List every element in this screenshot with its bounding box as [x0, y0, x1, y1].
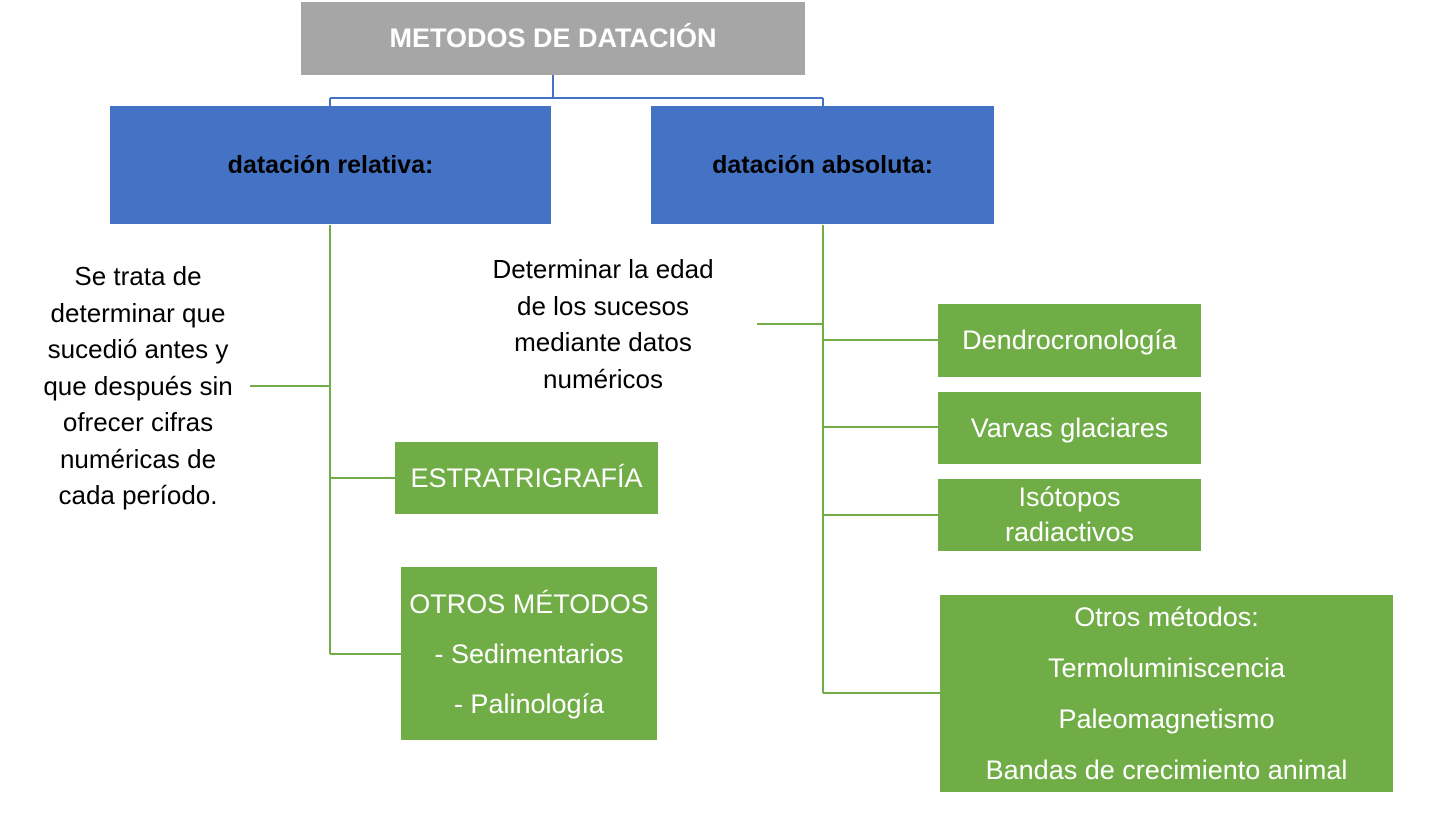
- absolute-description-line: de los sucesos: [517, 290, 689, 321]
- relative-title: datación relativa:: [227, 150, 434, 179]
- varvas-node: Varvas glaciares: [938, 392, 1201, 464]
- absolute-node: datación absoluta:: [651, 106, 994, 224]
- relative-description-line: que después sin: [43, 370, 233, 401]
- absolute-connector: [757, 225, 940, 694]
- root-title: METODOS DE DATACIÓN: [389, 23, 717, 53]
- absolute-description-line: numéricos: [543, 363, 663, 394]
- absolute-other-method: Paleomagnetismo: [1058, 703, 1275, 734]
- relative-description-line: sucedió antes y: [47, 334, 229, 364]
- absolute-other-methods-heading: Otros métodos:: [1074, 601, 1259, 632]
- absolute-title: datación absoluta:: [712, 150, 933, 179]
- relative-description: Se trata de determinar que sucedió antes…: [18, 258, 258, 514]
- isotopos-node: Isótopos radiactivos: [938, 479, 1201, 551]
- absolute-other-method: Bandas de crecimiento animal: [985, 754, 1348, 785]
- root-connector: [329, 75, 824, 106]
- relative-other-method: - Palinología: [453, 688, 605, 719]
- estratigrafia-node: ESTRATRIGRAFÍA: [395, 442, 658, 514]
- absolute-other-methods-node: Otros métodos: Termoluminiscencia Paleom…: [940, 595, 1393, 792]
- root-node: METODOS DE DATACIÓN: [301, 2, 805, 75]
- relative-connector: [250, 225, 401, 655]
- isotopos-label-line: Isótopos: [1018, 482, 1121, 512]
- relative-description-line: numéricas de: [59, 443, 217, 474]
- varvas-label: Varvas glaciares: [970, 412, 1169, 443]
- relative-other-method: - Sedimentarios: [434, 638, 624, 669]
- relative-description-line: determinar que: [50, 297, 226, 328]
- dendrocronologia-node: Dendrocronología: [938, 304, 1201, 377]
- relative-description-line: ofrecer cifras: [62, 407, 214, 437]
- absolute-description: Determinar la edad de los sucesos median…: [462, 251, 744, 397]
- relative-description-line: cada período.: [58, 480, 218, 510]
- isotopos-label-line: radiactivos: [1004, 517, 1135, 547]
- relative-description-line: Se trata de: [74, 261, 202, 291]
- relative-node: datación relativa:: [110, 106, 551, 224]
- absolute-other-method: Termoluminiscencia: [1047, 652, 1286, 683]
- relative-other-methods-node: OTROS MÉTODOS - Sedimentarios - Palinolo…: [401, 567, 657, 740]
- estratigrafia-label: ESTRATRIGRAFÍA: [410, 462, 643, 493]
- absolute-description-line: mediante datos: [514, 327, 692, 357]
- dendrocronologia-label: Dendrocronología: [962, 325, 1177, 355]
- absolute-description-line: Determinar la edad: [492, 254, 714, 284]
- relative-other-methods-heading: OTROS MÉTODOS: [409, 588, 649, 619]
